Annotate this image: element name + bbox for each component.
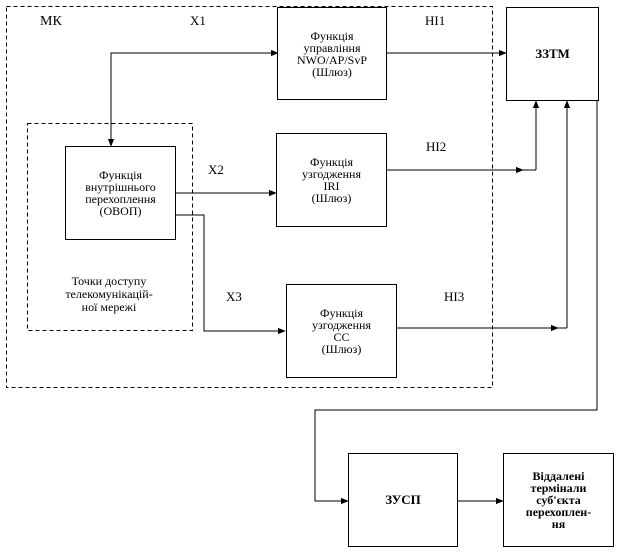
box-line: Функція	[98, 168, 142, 182]
iri-mediation-function-box: Функція узгодження IRI (Шлюз)	[276, 133, 387, 227]
box-line: узгодження	[302, 167, 361, 181]
box-line: Функція	[309, 155, 353, 169]
box-line: внутрішнього	[85, 180, 156, 194]
access-points-boundary	[27, 123, 193, 331]
box-line: термінали	[530, 481, 587, 495]
internal-interception-function-box: Функція внутрішнього перехоплення (ОВОП)	[65, 146, 176, 240]
box-line: управління	[303, 40, 361, 55]
x3-label: X3	[226, 289, 242, 304]
box-line: Функція	[319, 306, 363, 320]
mk-boundary	[6, 6, 493, 388]
access-points-line: телекомунікацій-	[65, 287, 153, 301]
access-points-label: Точки доступу телекомунікацій- ної мереж…	[44, 275, 174, 314]
x3-connector	[176, 214, 286, 335]
box-line: перехоплення	[85, 192, 156, 206]
zztm-box: ЗЗТМ	[506, 7, 599, 101]
box-line: CC	[333, 330, 350, 344]
zusp-box: ЗУСП	[348, 453, 458, 547]
remote-terminals-box: Віддалені термінали суб'єкта перехоплен-…	[503, 453, 614, 547]
x2-label: X2	[208, 162, 224, 177]
hi3-label: HI3	[444, 289, 465, 304]
box-line: NWO/AP/SvP	[296, 52, 367, 67]
box-line: перехоплен-	[525, 505, 592, 519]
mk-label: МК	[40, 14, 62, 29]
x1-label: X1	[190, 13, 206, 28]
box-line: ЗЗТМ	[535, 46, 570, 61]
hi1-label: HI1	[425, 13, 446, 28]
box-line: Функція	[310, 28, 354, 43]
box-line: ня	[551, 517, 566, 531]
x1-connector	[107, 49, 279, 147]
cc-mediation-function-box: Функція узгодження CC (Шлюз)	[286, 284, 397, 378]
box-line: ЗУСП	[385, 492, 421, 507]
access-points-line: ної мережі	[81, 300, 137, 314]
nwo-control-function-box: Функція управління NWO/AP/SvP (Шлюз)	[277, 7, 387, 100]
box-line: суб'єкта	[536, 493, 581, 507]
box-line: (Шлюз)	[312, 64, 352, 79]
box-line: IRI	[323, 179, 340, 193]
box-line: (Шлюз)	[321, 342, 362, 356]
box-line: (Шлюз)	[311, 191, 352, 205]
access-points-line: Точки доступу	[71, 274, 147, 288]
hi2-label: HI2	[426, 139, 447, 154]
zztm-to-zusp-connector	[314, 101, 598, 505]
box-line: Віддалені	[532, 469, 585, 483]
box-line: узгодження	[312, 318, 371, 332]
box-line: (ОВОП)	[99, 204, 142, 218]
